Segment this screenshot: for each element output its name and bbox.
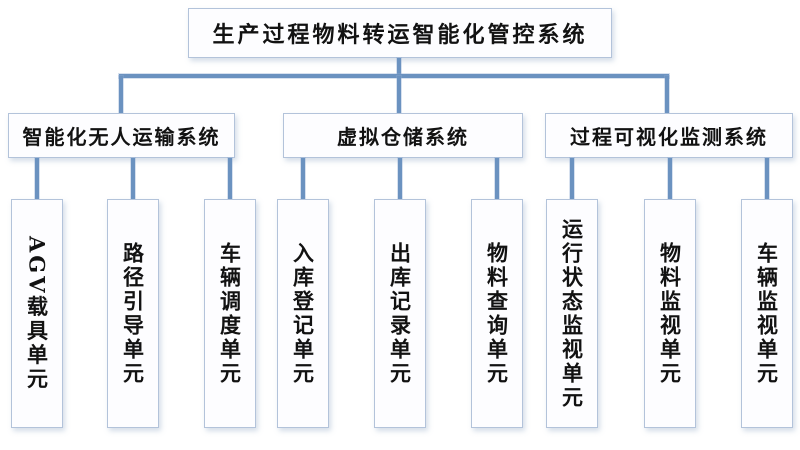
- unit-label-vehicle-monitor: 车辆监视单元: [754, 241, 780, 386]
- unit-label-path-guidance: 路径引导单元: [120, 241, 146, 386]
- unit-label-vehicle-dispatch: 车辆调度单元: [217, 241, 243, 386]
- subsystem-label-transport: 智能化无人运输系统: [22, 125, 221, 149]
- connector-drop-transport: [119, 76, 123, 113]
- unit-box-outbound-record: 出库记录单元: [374, 199, 426, 428]
- subsystem-label-warehouse: 虚拟仓储系统: [337, 125, 469, 149]
- connector-main-horizontal: [119, 74, 669, 78]
- unit-box-vehicle-monitor: 车辆监视单元: [741, 199, 793, 428]
- connector-stub-vehicle-monitor: [765, 158, 769, 199]
- subsystem-box-monitoring: 过程可视化监测系统: [545, 113, 793, 158]
- unit-label-inbound-registration: 入库登记单元: [290, 241, 316, 386]
- unit-box-path-guidance: 路径引导单元: [107, 199, 159, 428]
- unit-label-operation-status-monitor: 运行状态监视单元: [559, 217, 585, 410]
- connector-drop-monitoring: [665, 76, 669, 113]
- connector-stub-material-monitor: [668, 158, 672, 199]
- unit-label-material-query: 物料查询单元: [484, 241, 510, 386]
- root-system-box: 生产过程物料转运智能化管控系统: [188, 8, 612, 58]
- connector-stub-inbound-registration: [301, 158, 305, 199]
- subsystem-box-transport: 智能化无人运输系统: [8, 113, 235, 158]
- unit-box-material-monitor: 物料监视单元: [644, 199, 696, 428]
- subsystem-box-warehouse: 虚拟仓储系统: [283, 113, 523, 158]
- connector-stub-agv-carrier: [35, 158, 39, 199]
- unit-box-inbound-registration: 入库登记单元: [277, 199, 329, 428]
- connector-stub-vehicle-dispatch: [228, 158, 232, 199]
- subsystem-label-monitoring: 过程可视化监测系统: [570, 125, 768, 149]
- connector-root-vertical: [397, 58, 401, 76]
- unit-box-agv-carrier: AGV载具单元: [11, 199, 63, 428]
- connector-stub-operation-status-monitor: [570, 158, 574, 199]
- unit-label-material-monitor: 物料监视单元: [657, 241, 683, 386]
- connector-stub-path-guidance: [131, 158, 135, 199]
- unit-box-operation-status-monitor: 运行状态监视单元: [546, 199, 598, 428]
- unit-box-material-query: 物料查询单元: [471, 199, 523, 428]
- connector-drop-warehouse: [397, 76, 401, 113]
- connector-stub-material-query: [495, 158, 499, 199]
- root-system-label: 生产过程物料转运智能化管控系统: [212, 22, 588, 48]
- unit-label-agv-carrier: AGV载具单元: [24, 235, 50, 392]
- unit-box-vehicle-dispatch: 车辆调度单元: [204, 199, 256, 428]
- connector-stub-outbound-record: [398, 158, 402, 199]
- unit-label-outbound-record: 出库记录单元: [387, 241, 413, 386]
